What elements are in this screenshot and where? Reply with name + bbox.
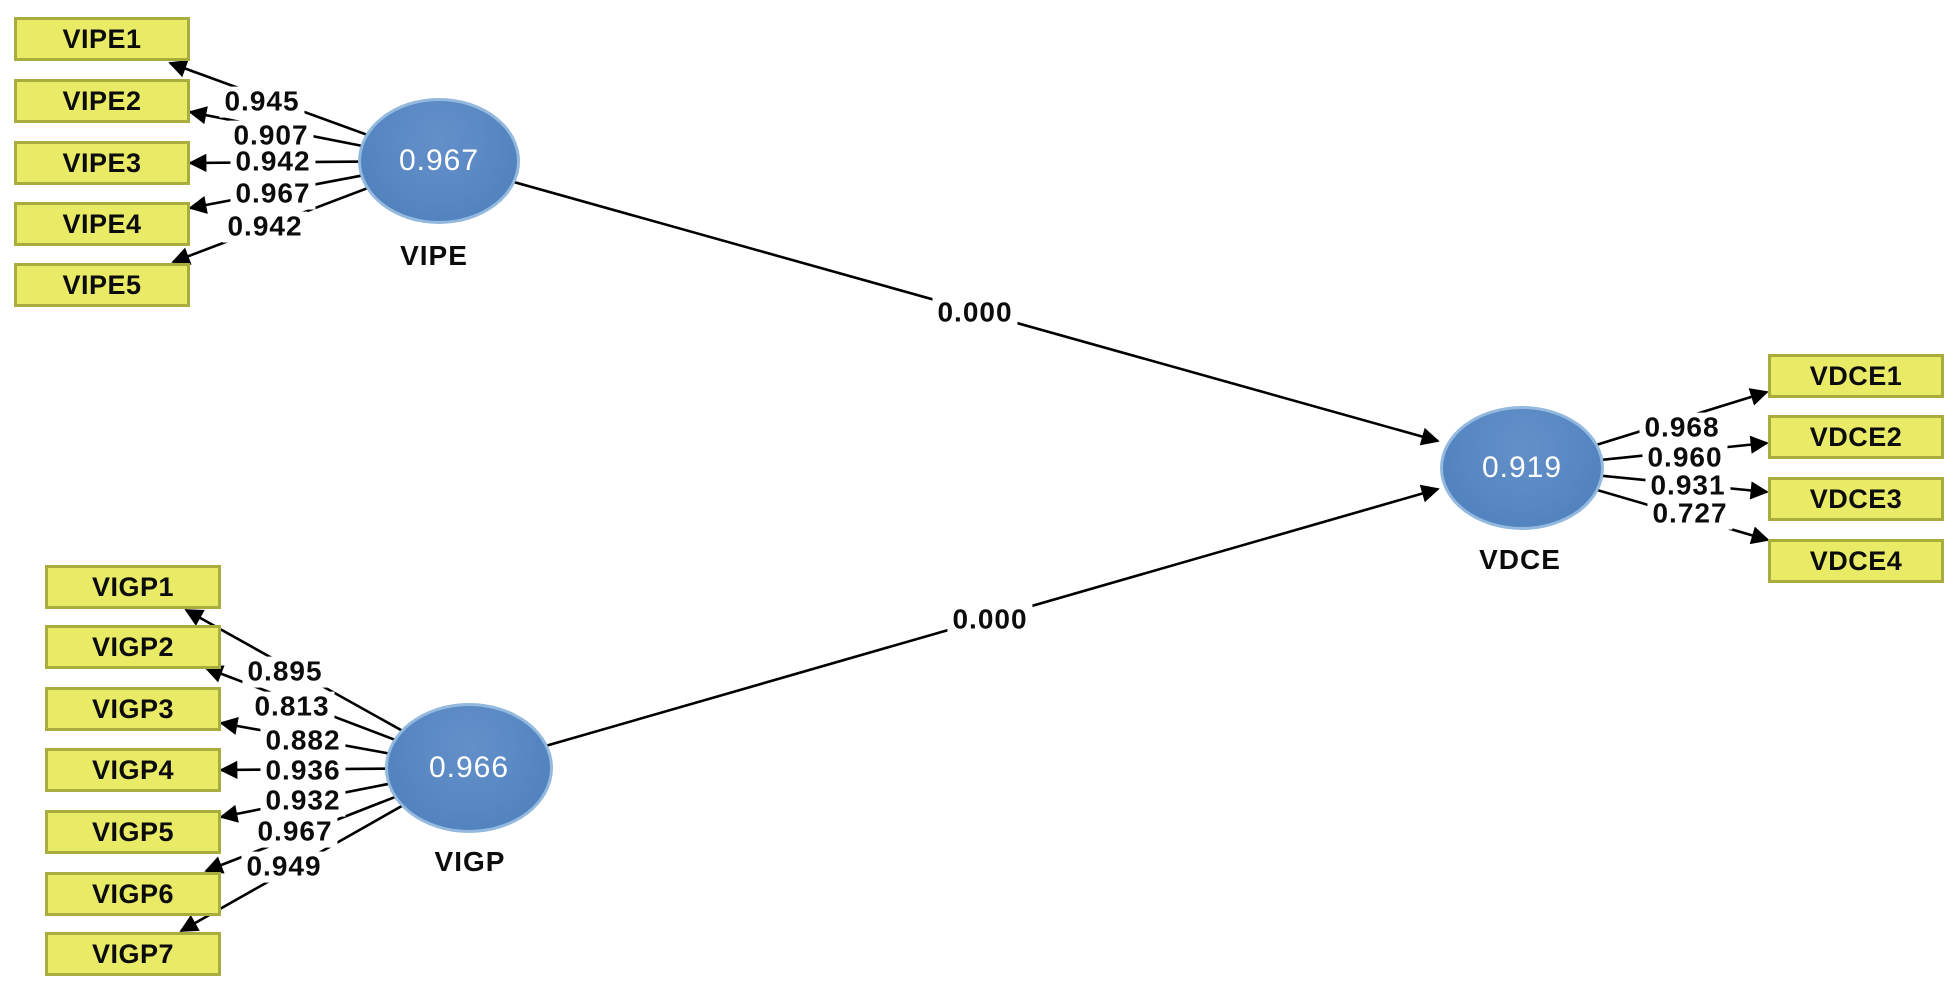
loading-vigp3: 0.882 (260, 725, 346, 757)
indicator-vipe2-label: VIPE2 (62, 85, 142, 116)
indicator-vdce2: VDCE2 (1768, 415, 1944, 459)
loading-vigp2: 0.813 (249, 691, 335, 723)
path-coefficient-vigp-vdce: 0.000 (947, 604, 1033, 636)
indicator-vigp6-label: VIGP6 (91, 878, 175, 909)
loading-vipe1: 0.945 (219, 86, 305, 118)
loading-vipe4: 0.967 (230, 178, 316, 210)
indicator-vipe1-label: VIPE1 (62, 23, 142, 54)
indicator-vdce1: VDCE1 (1768, 354, 1944, 398)
indicator-vipe2: VIPE2 (14, 79, 190, 123)
indicator-vdce3: VDCE3 (1768, 477, 1944, 521)
loading-vdce2: 0.960 (1642, 442, 1728, 474)
latent-vigp-value: 0.966 (428, 751, 510, 784)
indicator-vdce2-label: VDCE2 (1809, 421, 1903, 452)
indicator-vigp5: VIGP5 (45, 810, 221, 854)
loading-vdce3: 0.931 (1645, 470, 1731, 502)
loading-vigp7: 0.949 (241, 851, 327, 883)
indicator-vigp2: VIGP2 (45, 625, 221, 669)
indicator-vipe5-label: VIPE5 (62, 269, 142, 300)
indicator-vigp3: VIGP3 (45, 687, 221, 731)
indicator-vipe4-label: VIPE4 (62, 208, 142, 239)
latent-vipe-name: VIPE (400, 240, 468, 271)
indicator-vdce1-label: VDCE1 (1809, 360, 1903, 391)
loading-vigp1: 0.895 (242, 656, 328, 688)
indicator-vipe3-label: VIPE3 (62, 147, 142, 178)
indicator-vigp3-label: VIGP3 (91, 693, 175, 724)
indicator-vipe4: VIPE4 (14, 202, 190, 246)
indicator-vipe3: VIPE3 (14, 141, 190, 185)
indicator-vigp4: VIGP4 (45, 748, 221, 792)
indicator-vdce3-label: VDCE3 (1809, 483, 1903, 514)
indicator-vigp2-label: VIGP2 (91, 631, 175, 662)
latent-vdce: 0.919 (1440, 406, 1604, 530)
loading-vigp4: 0.936 (260, 755, 346, 787)
latent-vigp: 0.966 (385, 703, 553, 833)
indicator-vipe1: VIPE1 (14, 17, 190, 61)
indicator-vigp7-label: VIGP7 (91, 938, 175, 969)
indicator-vigp7: VIGP7 (45, 932, 221, 976)
path-coefficient-vipe-vdce: 0.000 (932, 297, 1018, 329)
latent-vipe: 0.967 (358, 98, 520, 224)
loading-vdce4: 0.727 (1647, 498, 1733, 530)
latent-vipe-value: 0.967 (398, 144, 480, 177)
latent-vdce-value: 0.919 (1481, 451, 1563, 484)
indicator-vdce4: VDCE4 (1768, 539, 1944, 583)
indicator-vdce4-label: VDCE4 (1809, 545, 1903, 576)
loading-vipe5: 0.942 (222, 211, 308, 243)
indicator-vigp4-label: VIGP4 (91, 754, 175, 785)
indicator-vigp6: VIGP6 (45, 872, 221, 916)
loading-vigp5: 0.932 (260, 785, 346, 817)
indicator-vigp1: VIGP1 (45, 565, 221, 609)
indicator-vigp5-label: VIGP5 (91, 816, 175, 847)
loading-vigp6: 0.967 (252, 816, 338, 848)
loading-vipe3: 0.942 (230, 146, 316, 178)
indicator-vigp1-label: VIGP1 (91, 571, 175, 602)
latent-vigp-name: VIGP (434, 846, 506, 877)
indicator-vipe5: VIPE5 (14, 263, 190, 307)
latent-vdce-name: VDCE (1479, 544, 1561, 575)
loading-vipe2: 0.907 (228, 120, 314, 152)
loading-vdce1: 0.968 (1639, 412, 1725, 444)
